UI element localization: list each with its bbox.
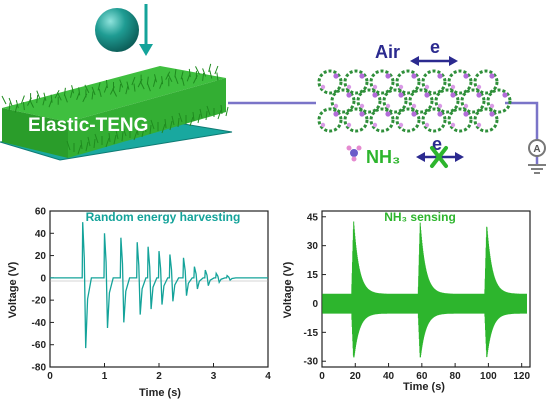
chart2-xtick-label: 0 [319,371,325,382]
chart2-xtick-label: 60 [416,371,428,382]
electron-label-top: e [430,37,440,57]
chart1-ytick-label: 20 [35,251,47,262]
chart1-xlabel: Time (s) [139,387,181,399]
chart1-xtick-label: 4 [265,371,271,382]
teng-grass-block [1,63,229,158]
chart1-series-line [50,222,268,349]
chart1-ytick-label: -80 [32,363,47,374]
chart1-ytick-label: -60 [32,340,47,351]
chart2-ytick-label: -30 [304,357,319,368]
chart2-ytick-label: 0 [312,299,318,310]
chart2-xtick-label: 20 [350,371,362,382]
chart2-xtick-label: 120 [513,371,530,382]
teng-label: Elastic-TENG [28,115,148,136]
chart1-ytick-label: 60 [35,207,47,218]
ammeter-label: A [533,144,540,155]
down-arrow [139,4,153,56]
circuit-wire-right [505,101,539,140]
ground-icon [528,164,546,174]
electron-flow-arrow [410,56,458,66]
chart2-series-line [322,221,527,358]
nh3-label: NH₃ [366,147,400,167]
chart1-ytick-label: 40 [35,229,47,240]
chart2-xlabel: Time (s) [403,381,445,393]
chart1-ylabel: Voltage (V) [7,261,19,318]
ammeter: A [528,139,546,157]
chart1-ytick-label: 0 [40,273,46,284]
chart1-xtick-label: 0 [47,371,53,382]
falling-ball [95,8,139,52]
chart-energy-harvesting: Random energy harvesting Time (s) Voltag… [7,207,271,400]
chart2-xtick-label: 100 [480,371,497,382]
chart1-title: Random energy harvesting [86,210,241,224]
chart1-xtick-label: 1 [102,371,108,382]
chart1-ytick-label: -40 [32,318,47,329]
electron-label-bottom: e [432,134,442,154]
chart-nh3-sensing: NH₃ sensing Time (s) Voltage (V) 0 20 40 60… [282,210,531,393]
chart2-frame [321,210,531,368]
sensing-film-network [317,69,512,133]
chart2-xtick-label: 40 [383,371,395,382]
chart2-xtick-label: 80 [450,371,462,382]
chart2-ytick-label: 45 [307,212,319,223]
nh3-molecule-icon [346,145,362,162]
schematic: Elastic-TENG A Air e [0,4,546,174]
chart2-title: NH₃ sensing [384,210,456,224]
chart2-ytick-label: 15 [307,270,319,281]
chart2-ytick-label: 30 [307,241,319,252]
chart1-xtick-label: 3 [211,371,217,382]
air-label: Air [375,42,400,62]
chart1-ytick-label: -20 [32,296,47,307]
block-x-icon [430,146,448,168]
chart2-ytick-label: -15 [304,328,319,339]
chart1-xtick-label: 2 [156,371,162,382]
chart2-ylabel: Voltage (V) [282,261,294,318]
